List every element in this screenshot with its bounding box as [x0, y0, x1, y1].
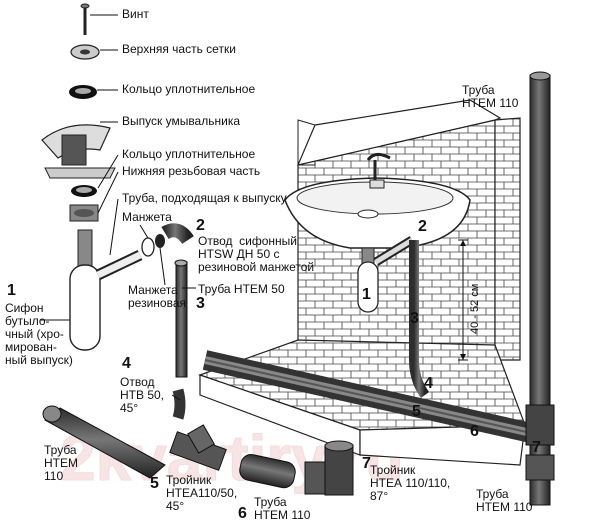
label-lower-thread: Нижняя резьбовая часть — [122, 164, 261, 178]
callout-pipe-htem110-left: Труба НТЕМ 110 — [44, 443, 78, 483]
callout-bend-htsw: Отвод сифонный HTSW ДН 50 с резиновой ма… — [198, 234, 315, 274]
label-rubber-cuff: Манжета резиновая — [128, 283, 187, 310]
leader-lines — [40, 14, 196, 401]
dimension-label: 40 - 52 см — [469, 283, 481, 334]
scene-number-1: 1 — [362, 286, 371, 303]
callout-bend-htb: Отвод НТВ 50, 45° — [120, 375, 165, 415]
label-cuff: Манжета — [122, 210, 172, 224]
callout-number-5: 5 — [150, 475, 159, 492]
label-outlet-pipe: Труба, подходящая к выпуску — [122, 191, 287, 205]
callout-number-3: 3 — [196, 295, 205, 312]
scene-number-2: 2 — [418, 218, 427, 235]
scene-number-7: 7 — [532, 439, 541, 456]
scene-number-5: 5 — [412, 403, 421, 420]
callout-tee-htea45: Тройник НТЕА110/50, 45° — [166, 473, 238, 513]
callout-pipe-htem110-top: Труба НТЕМ 110 — [462, 83, 519, 110]
callout-number-4: 4 — [122, 355, 131, 372]
callout-number-7: 7 — [362, 455, 371, 472]
scene-number-4: 4 — [424, 375, 433, 392]
label-seal-ring-2: Кольцо уплотнительное — [122, 147, 256, 161]
callout-pipe-htem50: Труба НТЕМ 50 — [198, 282, 285, 296]
label-grid-top: Верхняя часть сетки — [122, 42, 236, 56]
dimension-line — [458, 239, 468, 361]
callout-number-1: 1 — [7, 282, 16, 299]
callout-number-6: 6 — [238, 505, 247, 522]
callout-pipe-htem110-bottom-right: Труба НТЕМ 110 — [476, 487, 533, 514]
callout-pipe-htem110-bottom: Труба НТЕМ 110 — [254, 495, 311, 522]
exploded-parts — [41, 3, 194, 420]
scene-number-3: 3 — [410, 310, 419, 327]
label-seal-ring-1: Кольцо уплотнительное — [122, 82, 256, 96]
callout-siphon: Сифон бутыло- чный (хро- мирован- ный вы… — [5, 301, 73, 367]
scene-siphon — [357, 236, 415, 313]
label-screw: Винт — [122, 7, 149, 21]
callout-number-2: 2 — [196, 217, 205, 234]
bottom-parts — [42, 405, 354, 496]
scene-number-6: 6 — [470, 423, 479, 440]
callout-tee-htea87: Тройник НТЕА 110/110, 87° — [370, 463, 451, 503]
sink — [284, 153, 471, 249]
label-sink-outlet: Выпуск умывальника — [122, 114, 241, 128]
